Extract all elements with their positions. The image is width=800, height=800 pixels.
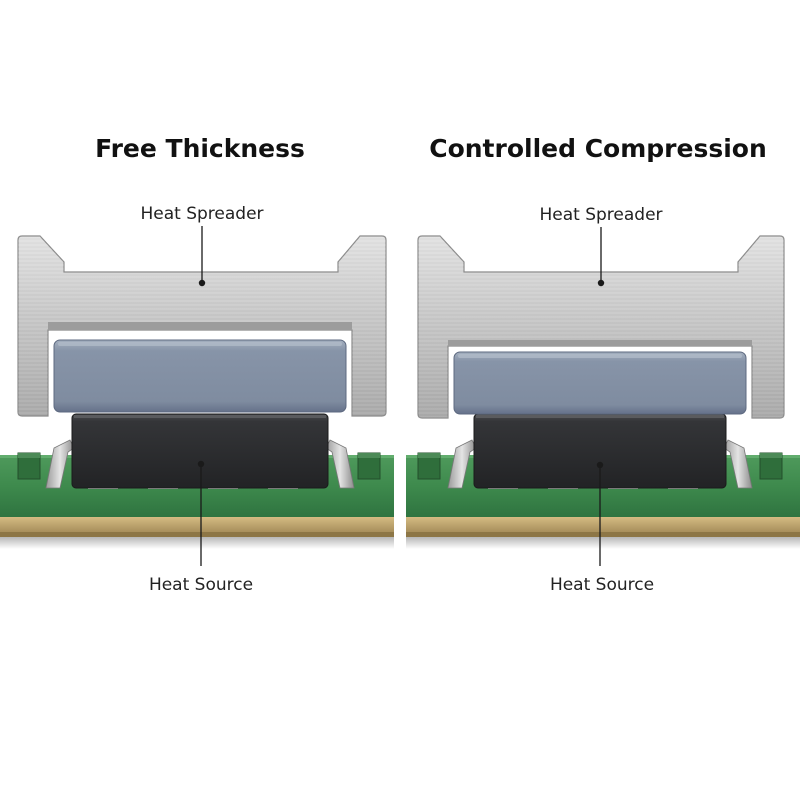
heat-spreader — [17, 235, 387, 417]
heat-source-label: Heat Source — [149, 575, 253, 595]
heat-source-chip — [71, 413, 329, 489]
heat-spreader-label: Heat Spreader — [539, 205, 662, 225]
side-capacitor-right — [759, 452, 783, 480]
heat-source-label: Heat Source — [550, 575, 654, 595]
label-heat-spreader: Heat Spreader — [539, 205, 663, 287]
panel-title: Controlled Compression — [429, 134, 767, 163]
heat-spreader — [417, 235, 785, 419]
panel-divider — [394, 440, 406, 560]
label-heat-source: Heat Source — [149, 460, 253, 595]
label-heat-source: Heat Source — [550, 461, 654, 595]
label-heat-spreader: Heat Spreader — [140, 204, 264, 287]
leader-dot — [198, 279, 206, 287]
panel-free-thickness: Free Thickness — [0, 134, 394, 595]
heat-spreader-label: Heat Spreader — [140, 204, 263, 224]
leader-dot — [597, 279, 605, 287]
side-capacitor-left — [17, 452, 41, 480]
side-capacitor-left — [417, 452, 441, 480]
panel-controlled-compression: Controlled Compression — [406, 134, 800, 595]
panel-title: Free Thickness — [95, 134, 305, 163]
thermal-pad — [453, 351, 747, 415]
side-capacitor-right — [357, 452, 381, 480]
thermal-pad — [53, 339, 347, 413]
